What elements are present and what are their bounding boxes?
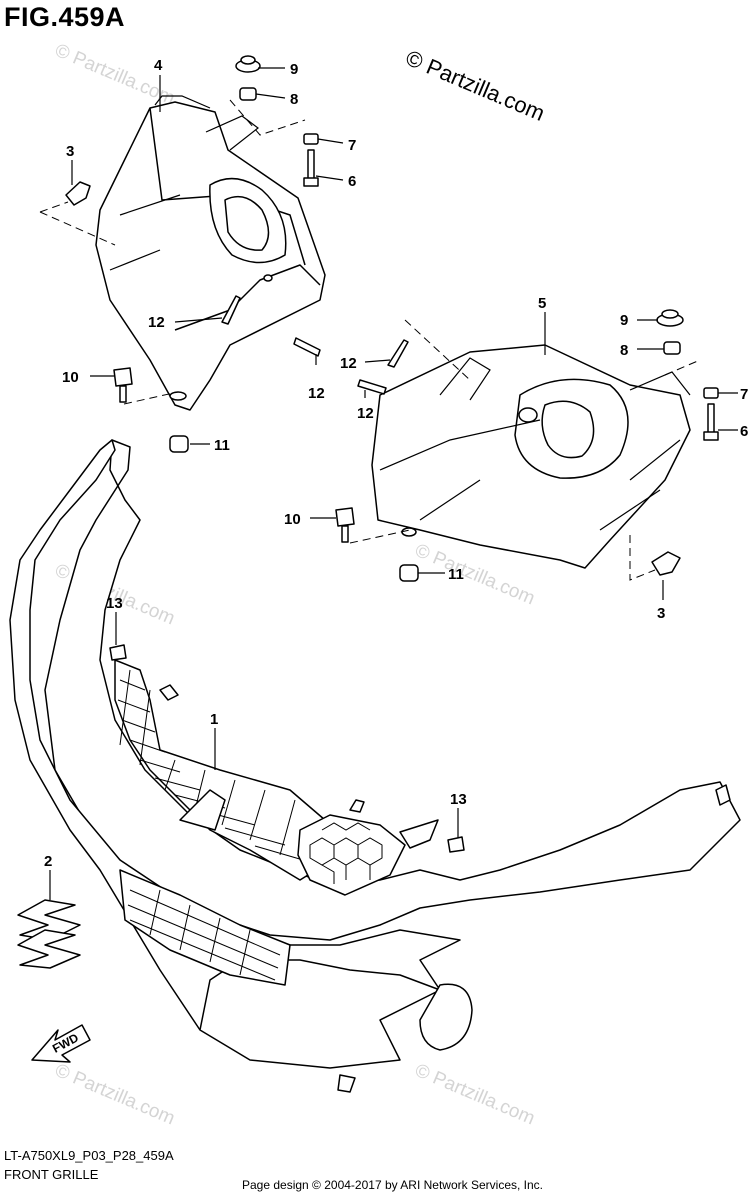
part-1-front-grille	[9, 439, 741, 1093]
figure-name: FRONT GRILLE	[4, 1167, 99, 1182]
callout-8: 8	[620, 342, 628, 359]
callout-5: 5	[538, 295, 546, 312]
part-13-nut	[447, 836, 465, 853]
callout-9: 9	[620, 312, 628, 329]
part-12-screw	[221, 295, 241, 325]
part-11-collar	[399, 564, 419, 582]
part-11-collar	[169, 435, 189, 453]
figure-code: LT-A750XL9_P03_P28_459A	[4, 1148, 174, 1163]
callout-11: 11	[214, 437, 230, 454]
part-6-bolt	[703, 403, 719, 441]
part-8-grommet	[663, 341, 681, 355]
callout-6: 6	[348, 173, 356, 190]
callout-10: 10	[284, 511, 301, 528]
callout-9: 9	[290, 61, 298, 78]
part-4-left-housing	[95, 95, 326, 411]
callout-6: 6	[740, 423, 748, 440]
callout-4: 4	[154, 57, 163, 74]
part-7-washer	[703, 387, 719, 399]
callout-1: 1	[210, 711, 218, 728]
callout-3: 3	[657, 605, 665, 622]
part-8-grommet	[239, 87, 257, 101]
callout-3: 3	[66, 143, 74, 160]
callout-8: 8	[290, 91, 298, 108]
callout-12: 12	[340, 355, 357, 372]
callout-13: 13	[106, 595, 123, 612]
part-10-bolt	[335, 507, 355, 543]
part-12-screw	[387, 339, 409, 368]
callout-13: 13	[450, 791, 467, 808]
callout-12: 12	[148, 314, 165, 331]
part-12-screw	[357, 379, 387, 395]
callout-10: 10	[62, 369, 79, 386]
callout-7: 7	[348, 137, 356, 154]
part-13-nut	[109, 644, 127, 661]
page-credit: Page design © 2004-2017 by ARI Network S…	[242, 1178, 544, 1192]
callout-12: 12	[308, 385, 325, 402]
fwd-arrow-icon: FWD	[31, 1024, 91, 1063]
part-3-clip	[65, 181, 91, 206]
callout-2: 2	[44, 853, 52, 870]
part-7-washer	[303, 133, 319, 145]
part-2-emblem	[17, 899, 81, 969]
part-5-right-housing	[371, 344, 691, 569]
part-12-screw	[293, 337, 321, 357]
callout-12: 12	[357, 405, 374, 422]
callout-11: 11	[448, 566, 464, 583]
callout-7: 7	[740, 386, 748, 403]
part-3-clip	[651, 551, 681, 576]
figure-title: FIG.459A	[4, 2, 126, 32]
part-10-bolt	[113, 367, 133, 403]
part-6-bolt	[303, 149, 319, 187]
